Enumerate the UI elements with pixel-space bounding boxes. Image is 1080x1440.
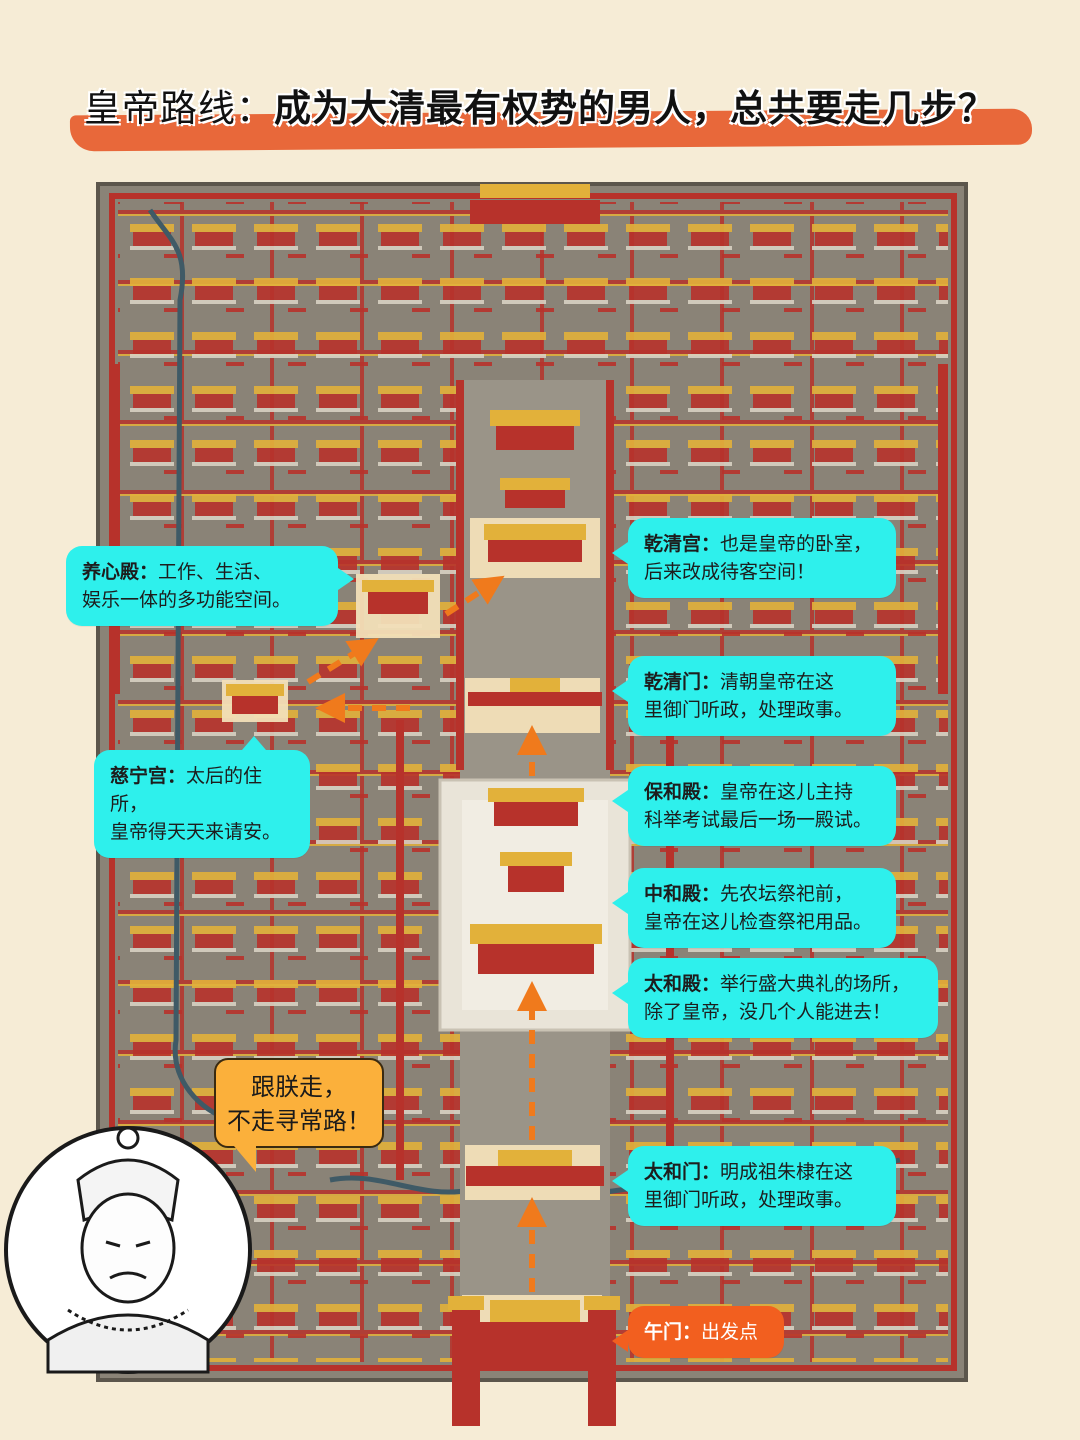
callout-qianqinggong: 乾清宫：也是皇帝的卧室， 后来改成待客空间！ xyxy=(612,518,896,598)
speech-line: 不走寻常路！ xyxy=(227,1107,371,1135)
callout-text: 后来改成待客空间！ xyxy=(644,561,816,583)
callout-name: 保和殿： xyxy=(644,781,721,803)
callout-text: 皇帝在这儿主持 xyxy=(720,781,854,803)
route-arrow xyxy=(444,575,505,617)
callout-taihedian: 太和殿：举行盛大典礼的场所， 除了皇帝，没几个人能进去！ xyxy=(612,958,938,1038)
callout-name: 太和门： xyxy=(644,1161,721,1183)
callout-text: 也是皇帝的卧室， xyxy=(720,533,873,555)
callout-zhonghedian: 中和殿：先农坛祭祀前， 皇帝在这儿检查祭祀用品。 xyxy=(612,868,896,948)
title-main: 成为大清最有权势的男人，总共要走几步？ xyxy=(274,87,996,130)
callout-baohedian: 保和殿：皇帝在这儿主持 科举考试最后一场一殿试。 xyxy=(612,766,896,846)
callout-text: 皇帝在这儿检查祭祀用品。 xyxy=(644,911,873,933)
callout-name: 太和殿： xyxy=(644,973,721,995)
callout-text: 娱乐一体的多功能空间。 xyxy=(82,589,292,611)
callout-text: 里御门听政，处理政事。 xyxy=(644,699,854,721)
callout-text: 除了皇帝，没几个人能进去！ xyxy=(644,1001,892,1023)
callout-text: 先农坛祭祀前， xyxy=(720,883,854,905)
callout-text: 清朝皇帝在这 xyxy=(720,671,835,693)
callout-text: 工作、生活、 xyxy=(158,561,273,583)
callout-taihemen: 太和门：明成祖朱棣在这 里御门听政，处理政事。 xyxy=(612,1146,896,1226)
speech-bubble: 跟朕走， 不走寻常路！ xyxy=(214,1058,384,1172)
callout-name: 乾清宫： xyxy=(644,533,721,555)
callout-text: 皇帝得天天来请安。 xyxy=(110,821,282,843)
callout-qianqingmen: 乾清门：清朝皇帝在这 里御门听政，处理政事。 xyxy=(612,656,896,736)
callout-text: 里御门听政，处理政事。 xyxy=(644,1189,854,1211)
callout-name: 中和殿： xyxy=(644,883,721,905)
callout-wumen: 午门：出发点 xyxy=(612,1306,784,1358)
callout-text: 科举考试最后一场一殿试。 xyxy=(644,809,873,831)
callout-name: 午门： xyxy=(644,1321,702,1343)
callout-name: 慈宁宫： xyxy=(110,765,187,787)
callout-text: 出发点 xyxy=(701,1321,759,1343)
speech-line: 跟朕走， xyxy=(251,1073,347,1101)
halls xyxy=(226,184,620,1426)
callout-yangxindian: 养心殿：工作、生活、 娱乐一体的多功能空间。 xyxy=(66,546,354,626)
callout-name: 养心殿： xyxy=(82,561,159,583)
title-prefix: 皇帝路线： xyxy=(84,87,274,130)
callout-cininggong: 慈宁宫：太后的住所， 皇帝得天天来请安。 xyxy=(94,736,310,858)
callout-text: 明成祖朱棣在这 xyxy=(720,1161,854,1183)
route xyxy=(306,575,547,1292)
callout-text: 太后的住所， xyxy=(110,765,263,815)
page-title: 皇帝路线：成为大清最有权势的男人，总共要走几步？ xyxy=(0,78,1080,132)
callout-text: 举行盛大典礼的场所， xyxy=(720,973,911,995)
emperor-illustration xyxy=(4,1126,252,1374)
callout-name: 乾清门： xyxy=(644,671,721,693)
route-arrow xyxy=(306,638,379,685)
